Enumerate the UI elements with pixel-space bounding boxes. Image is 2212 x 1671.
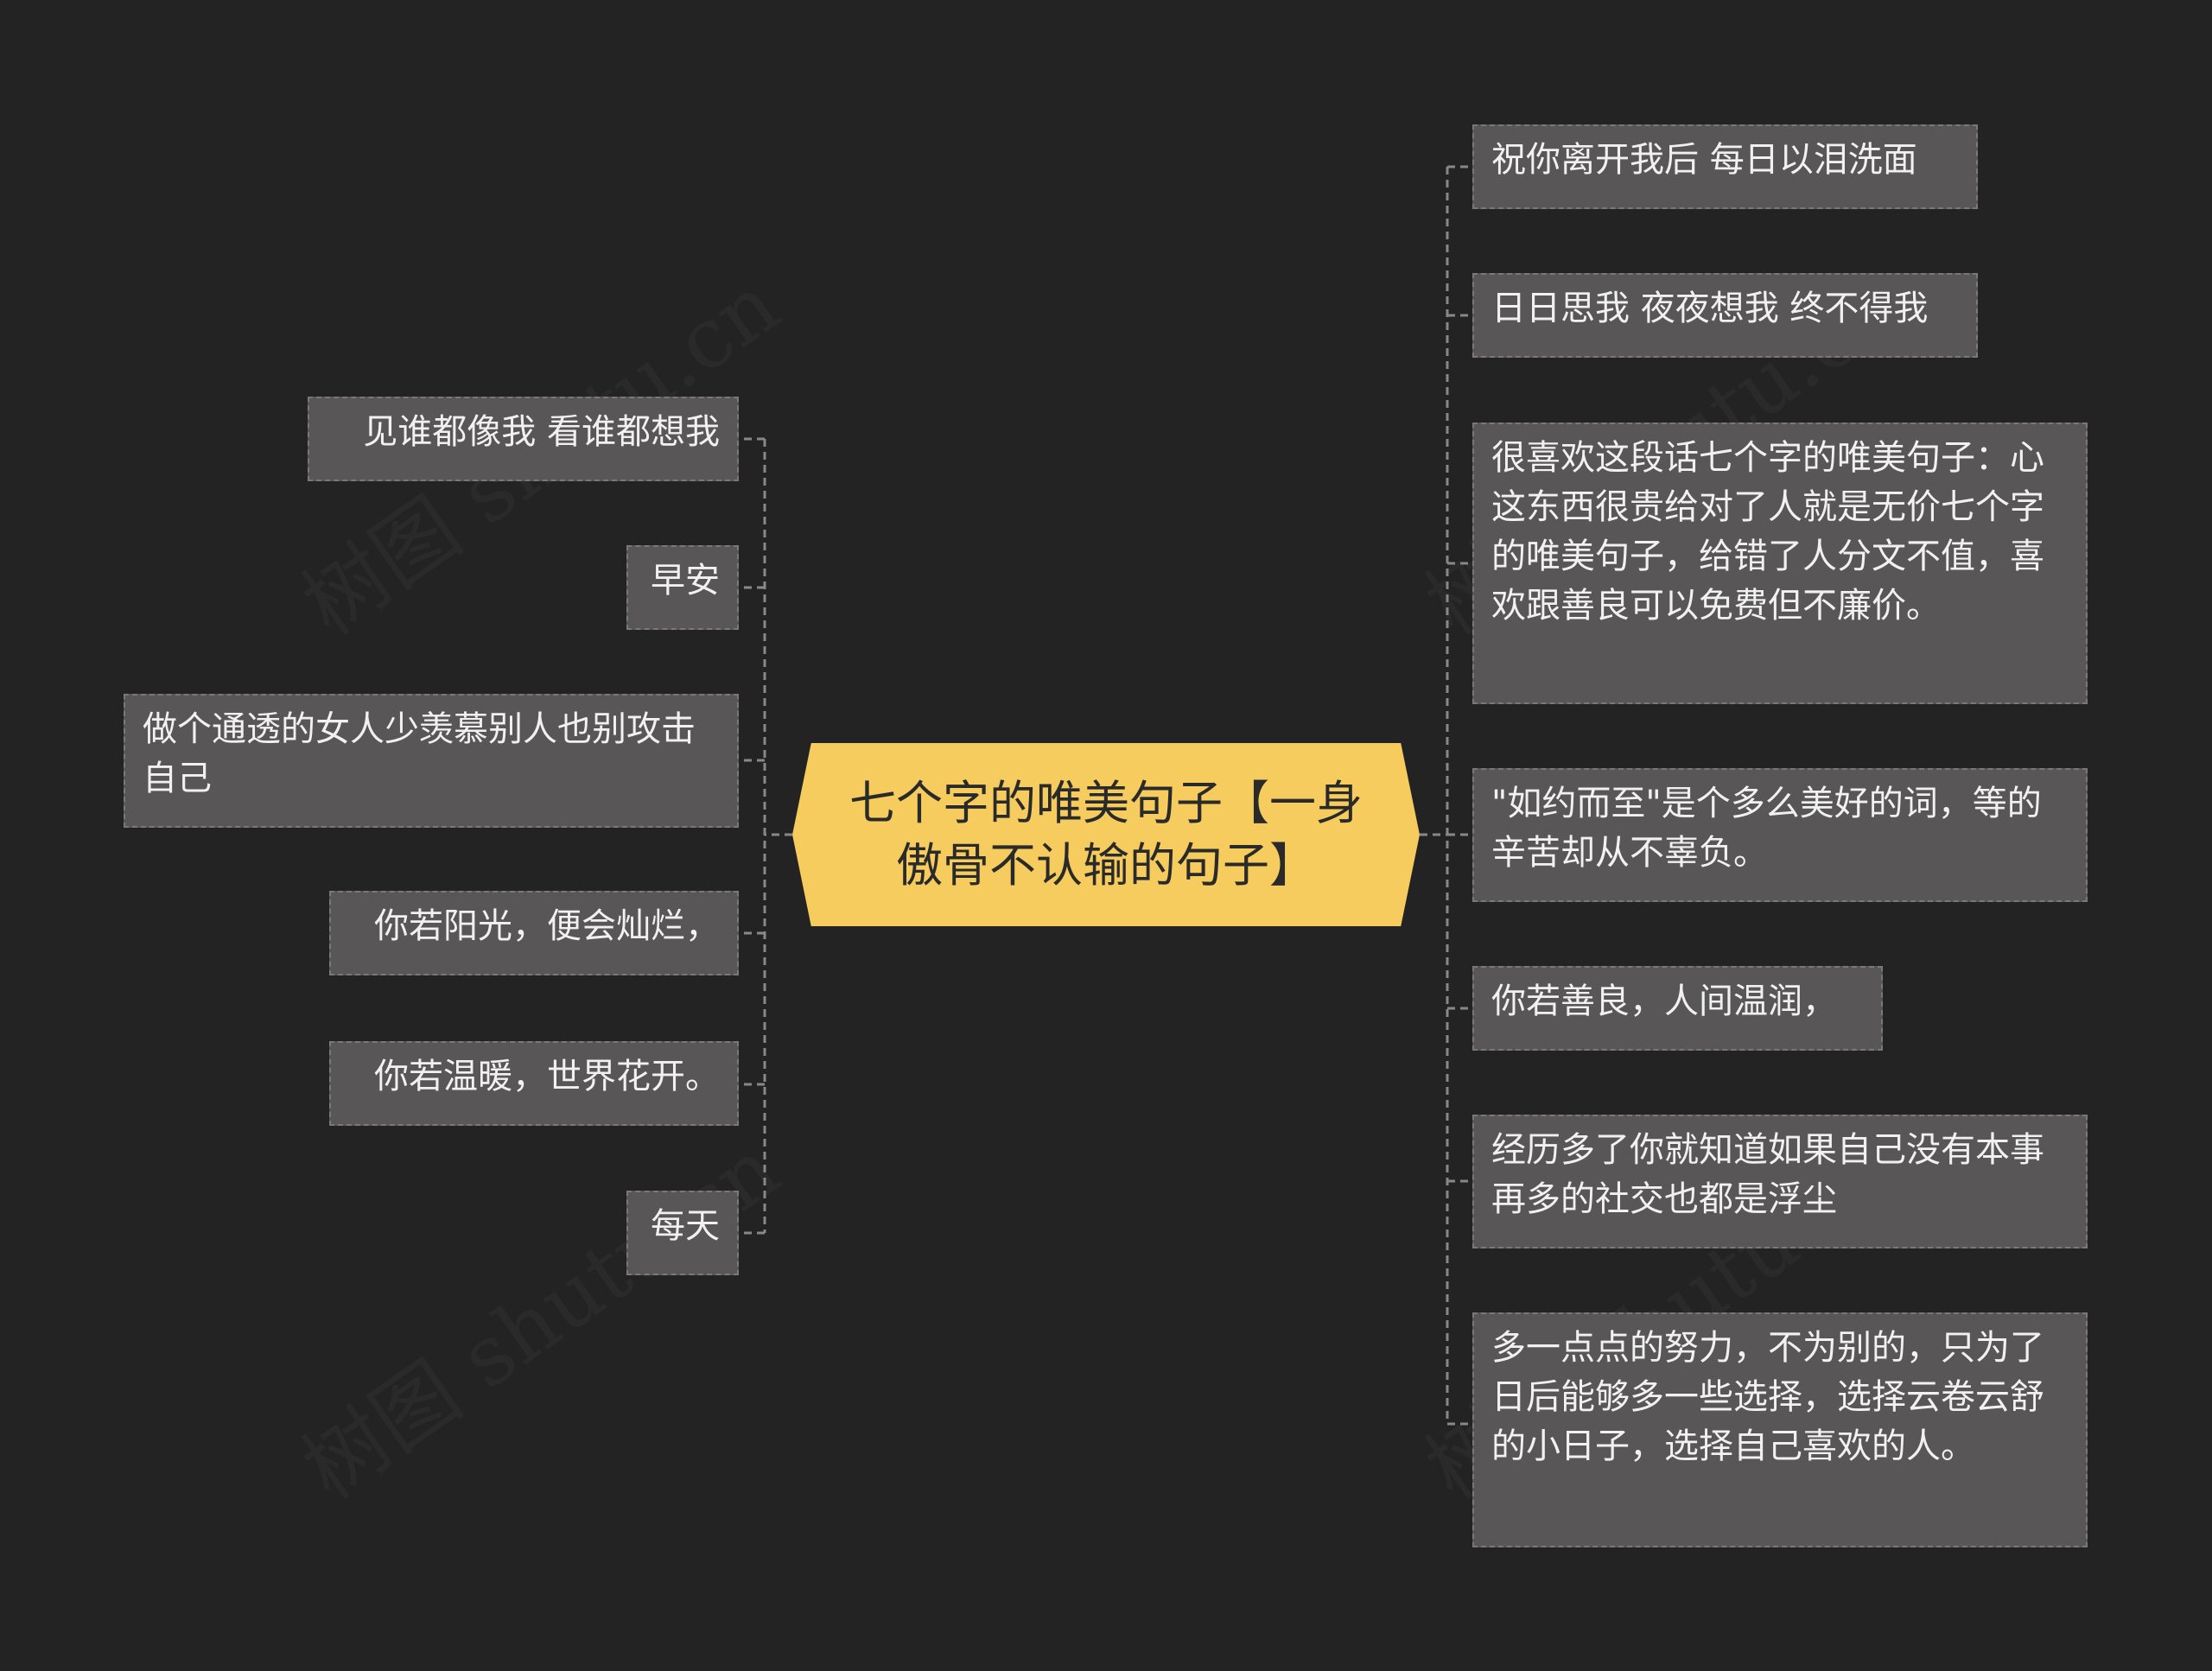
left-node-2[interactable]: 早安	[626, 545, 739, 630]
left-node-3[interactable]: 做个通透的女人少羡慕别人也别攻击自己	[124, 694, 739, 828]
root-title: 七个字的唯美句子【一身傲骨不认输的句子】	[849, 776, 1363, 893]
right-node-1[interactable]: 祝你离开我后 每日以泪洗面	[1472, 124, 1978, 209]
right-node-4[interactable]: "如约而至"是个多么美好的词，等的辛苦却从不辜负。	[1472, 768, 2088, 902]
left-node-6[interactable]: 每天	[626, 1191, 739, 1275]
left-node-5[interactable]: 你若温暖，世界花开。	[329, 1041, 739, 1126]
root-node[interactable]: 七个字的唯美句子【一身傲骨不认输的句子】	[792, 743, 1420, 926]
right-node-5[interactable]: 你若善良，人间温润，	[1472, 966, 1883, 1051]
left-node-1[interactable]: 见谁都像我 看谁都想我	[308, 397, 739, 481]
right-node-3[interactable]: 很喜欢这段话七个字的唯美句子：心这东西很贵给对了人就是无价七个字的唯美句子，给错…	[1472, 423, 2088, 704]
left-node-4[interactable]: 你若阳光，便会灿烂，	[329, 891, 739, 975]
right-node-6[interactable]: 经历多了你就知道如果自己没有本事再多的社交也都是浮尘	[1472, 1115, 2088, 1248]
right-node-7[interactable]: 多一点点的努力，不为别的，只为了日后能够多一些选择，选择云卷云舒的小日子，选择自…	[1472, 1312, 2088, 1547]
right-node-2[interactable]: 日日思我 夜夜想我 终不得我	[1472, 273, 1978, 358]
